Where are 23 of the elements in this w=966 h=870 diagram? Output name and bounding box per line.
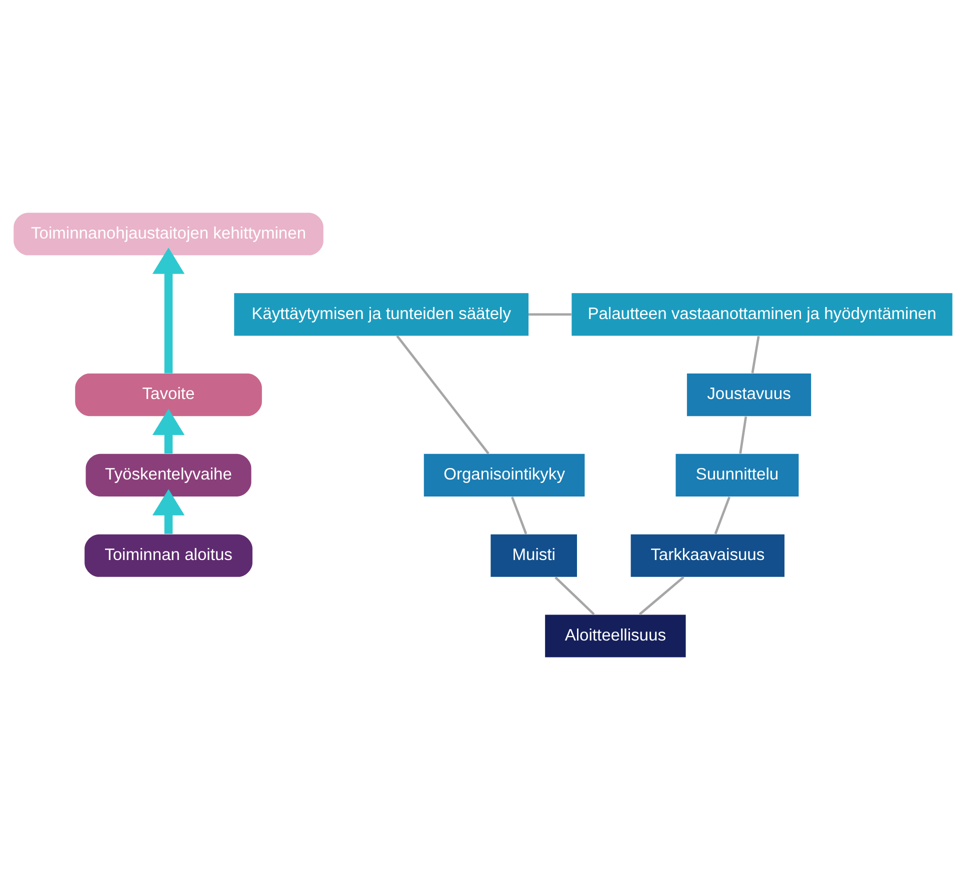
arrow <box>152 489 185 534</box>
connector <box>554 576 595 616</box>
connector <box>739 416 748 454</box>
connector <box>528 313 572 316</box>
node-box: Organisointikyky <box>424 454 585 496</box>
arrow <box>152 408 185 454</box>
node-box: Muisti <box>490 534 577 577</box>
node-box: Tarkkaavaisuus <box>630 534 784 577</box>
node-box: Toiminnanohjaustaitojen kehittyminen <box>14 212 324 256</box>
connector <box>751 336 760 374</box>
node-box: Toiminnan aloitus <box>84 534 252 577</box>
node-box: Tavoite <box>75 374 262 416</box>
node-box: Käyttäytymisen ja tunteiden säätely <box>234 293 529 336</box>
connector <box>638 576 684 616</box>
node-box: Joustavuus <box>686 374 812 416</box>
node-box: Suunnittelu <box>676 454 799 496</box>
node-box: Palautteen vastaanottaminen ja hyödyntäminen <box>572 293 952 336</box>
connector <box>714 496 730 534</box>
connector <box>510 496 528 534</box>
arrow <box>152 248 185 374</box>
node-box: Aloitteellisuus <box>545 614 686 658</box>
connector <box>396 335 490 454</box>
node-box: Työskentelyvaihe <box>86 454 252 496</box>
